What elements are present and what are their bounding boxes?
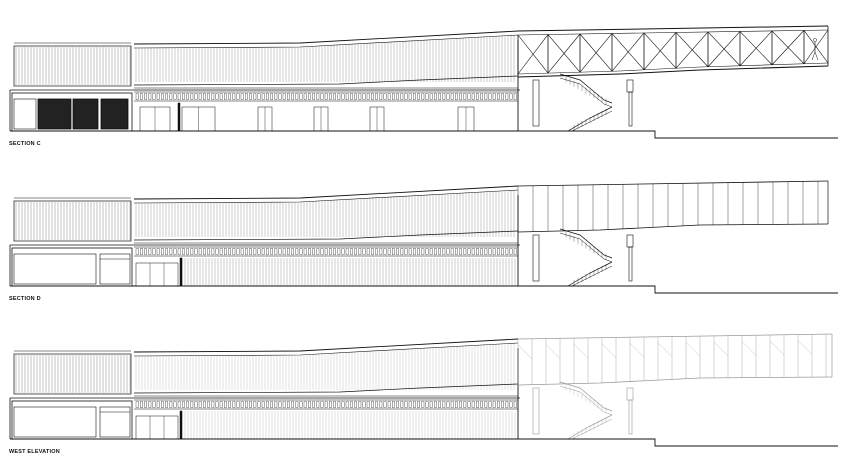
drawing-section-c (9, 25, 838, 139)
main-building (133, 338, 519, 440)
stair-and-column (532, 228, 634, 287)
bridge-structure (517, 333, 833, 386)
ground-line (9, 398, 838, 447)
ground-line (9, 245, 838, 294)
stair-and-column (532, 73, 634, 132)
drawing-west-elevation (9, 333, 838, 447)
label-section-d: SECTION D (9, 296, 41, 302)
bridge-structure (517, 180, 829, 233)
label-section-c: SECTION C (9, 141, 41, 147)
stair-and-column (532, 381, 634, 440)
ground-line (9, 90, 838, 139)
main-building (133, 30, 519, 132)
main-building (133, 185, 519, 287)
bridge-structure (517, 25, 829, 78)
label-west-elevation: WEST ELEVATION (9, 449, 60, 455)
drawing-section-d (9, 180, 838, 294)
